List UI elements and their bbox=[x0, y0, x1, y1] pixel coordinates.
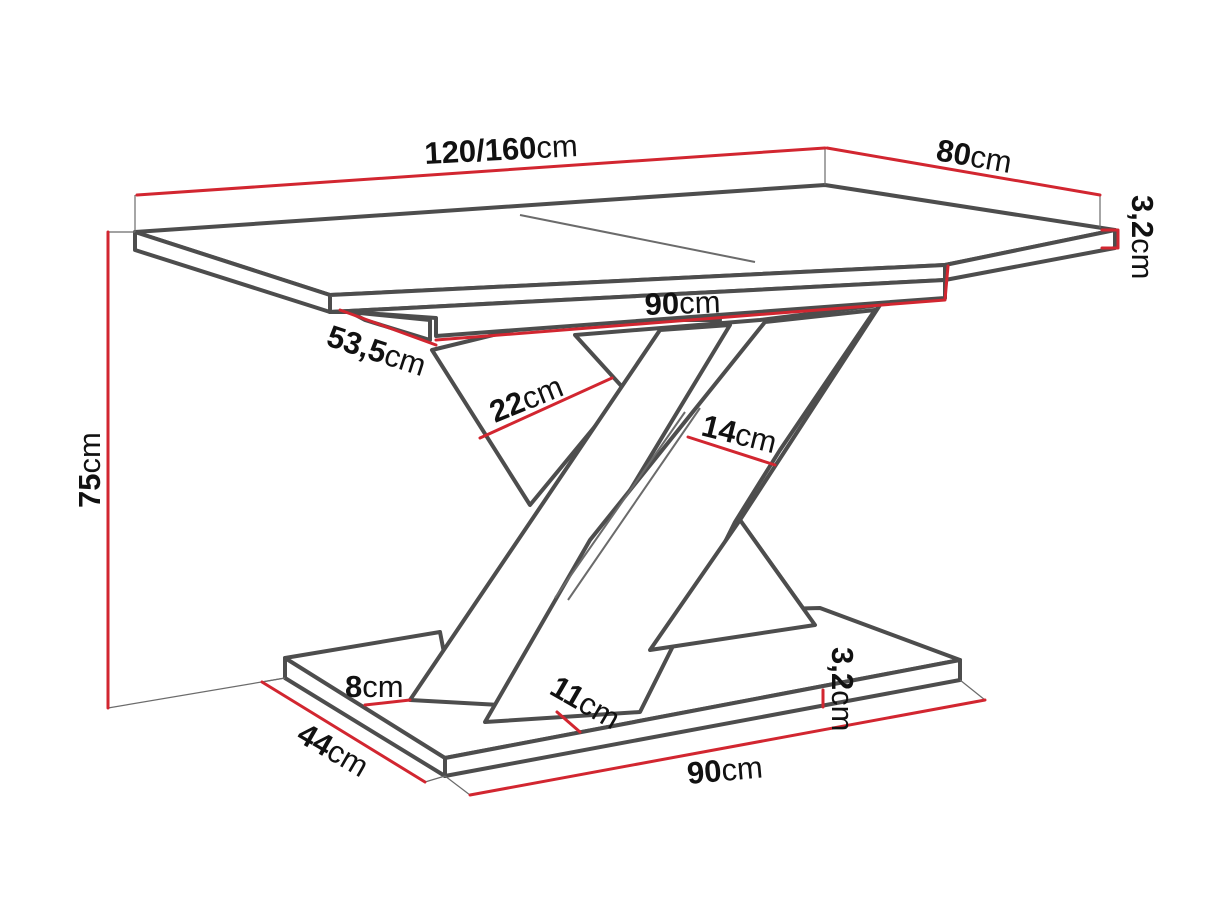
dim-line-base-8 bbox=[363, 698, 412, 707]
front-leg-inner-edge bbox=[554, 411, 686, 599]
dim-line-top-length bbox=[135, 146, 827, 197]
dim-line-base-width bbox=[260, 680, 427, 784]
label-top-thickness: 3,2cm bbox=[1125, 195, 1160, 279]
dim-line-base-length bbox=[468, 698, 987, 797]
dim-line-frame-width bbox=[338, 308, 438, 347]
label-base-thickness: 3,2cm bbox=[825, 647, 860, 731]
dim-line-top-thickness bbox=[1100, 228, 1120, 250]
rear-wedge bbox=[648, 518, 817, 652]
label-height: 75cm bbox=[72, 432, 107, 508]
dim-line-leg-14 bbox=[686, 435, 777, 467]
dimension-lines bbox=[106, 146, 1120, 797]
label-base-length: 90cm bbox=[686, 749, 765, 790]
dim-line-leg-gap-11 bbox=[555, 710, 582, 734]
table-illustration bbox=[133, 183, 1117, 778]
extension-seam bbox=[519, 214, 756, 263]
label-top-length: 120/160cm bbox=[424, 128, 579, 171]
label-top-width: 80cm bbox=[934, 132, 1015, 180]
dim-line-frame-length bbox=[434, 264, 950, 342]
dim-line-leg-22 bbox=[478, 376, 614, 440]
guide-lines bbox=[107, 148, 1101, 796]
front-leg-inner-edge-2 bbox=[567, 407, 701, 601]
dim-line-top-width bbox=[825, 146, 1102, 197]
label-base-8: 8cm bbox=[345, 669, 404, 704]
label-frame-length: 90cm bbox=[644, 284, 721, 322]
